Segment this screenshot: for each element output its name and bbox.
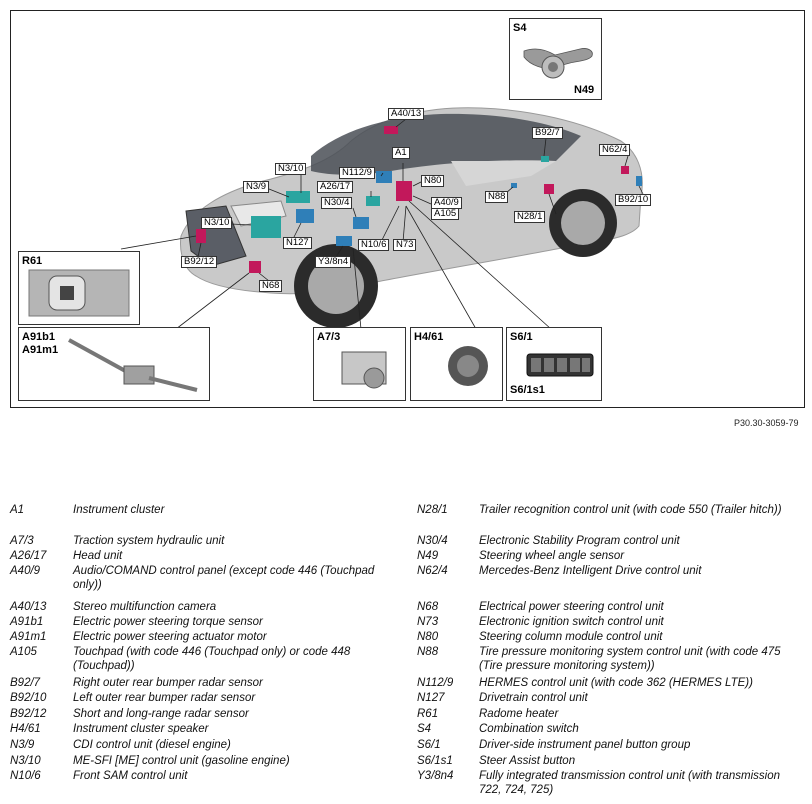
callout-b92-12: B92/12 [181, 256, 218, 268]
component-n3-10b [296, 209, 314, 223]
callout-a1: A1 [392, 147, 410, 159]
rear-rim [561, 201, 605, 245]
component-n3-9 [286, 191, 310, 203]
component-b92-12 [196, 229, 206, 243]
diagram-frame: A40/13 A1 B92/7 N62/4 N3/10 N112/9 N80 N… [10, 10, 805, 408]
callout-n68: N68 [259, 280, 283, 292]
callout-n127: N127 [283, 237, 312, 249]
callout-n3-10-top: N3/10 [275, 163, 307, 175]
callout-a105: A105 [431, 208, 460, 220]
callout-n10-6: N10/6 [358, 239, 390, 251]
radome-image [28, 269, 130, 317]
inset-h4-61: H4/61 [410, 327, 503, 401]
figure-reference: P30.30-3059-79 [734, 418, 799, 428]
leader-lines [120, 40, 644, 330]
inset-label-r61: R61 [22, 255, 43, 267]
steering-rack-image [68, 338, 198, 392]
car-windows [311, 113, 581, 175]
inset-label-s6-1: S6/1 [510, 331, 533, 343]
combination-switch-image [523, 48, 593, 79]
car-headlight [230, 200, 287, 227]
inset-label-a91m1: A91m1 [22, 344, 59, 356]
hydraulic-unit-image [341, 351, 387, 389]
component-b92-10 [636, 176, 642, 186]
component-a40-13 [384, 126, 398, 134]
inset-a91: A91b1 A91m1 [18, 327, 210, 401]
inset-label-s4: S4 [513, 22, 527, 34]
component-y3-8n4 [336, 236, 352, 246]
front-rim [308, 258, 364, 314]
inset-label-a7-3: A7/3 [317, 331, 341, 343]
callout-n28-1: N28/1 [514, 211, 546, 223]
callout-n80: N80 [421, 175, 445, 187]
inset-s6-1: S6/1 S6/1s1 [506, 327, 602, 401]
component-n112-9 [376, 171, 392, 183]
component-a26-17 [366, 196, 380, 206]
component-n62-4 [621, 166, 629, 174]
car-door-panel [451, 161, 556, 186]
component-n30-4 [353, 217, 369, 229]
callout-n30-4: N30/4 [321, 197, 353, 209]
component-b92-7 [541, 156, 549, 162]
component-n88 [511, 183, 517, 188]
callout-n73: N73 [393, 239, 417, 251]
callout-n112-9: N112/9 [339, 167, 375, 179]
inset-r61: R61 [18, 251, 140, 325]
callout-n62-4: N62/4 [599, 144, 631, 156]
inset-label-h4-61: H4/61 [414, 331, 444, 343]
callout-a26-17: A26/17 [317, 181, 354, 193]
callout-n3-9: N3/9 [243, 181, 270, 193]
callout-b92-10: B92/10 [615, 194, 652, 206]
inset-s4: S4 N49 [509, 18, 602, 100]
button-group-image [526, 353, 594, 377]
inset-label-n49: N49 [574, 84, 595, 96]
component-n28-1 [544, 184, 554, 194]
inset-a7-3: A7/3 [313, 327, 406, 401]
callout-y3-8n4: Y3/8n4 [315, 256, 352, 268]
callout-n3-10-left: N3/10 [201, 217, 233, 229]
component-n3-10 [251, 216, 281, 238]
callout-a40-13: A40/13 [388, 108, 425, 120]
inset-label-a91b1: A91b1 [22, 331, 56, 343]
callout-n88: N88 [485, 191, 509, 203]
speaker-image [448, 346, 488, 386]
component-a1 [396, 181, 412, 201]
inset-label-s6-1s1: S6/1s1 [510, 384, 545, 396]
component-n68 [249, 261, 261, 273]
callout-b92-7: B92/7 [532, 127, 563, 139]
